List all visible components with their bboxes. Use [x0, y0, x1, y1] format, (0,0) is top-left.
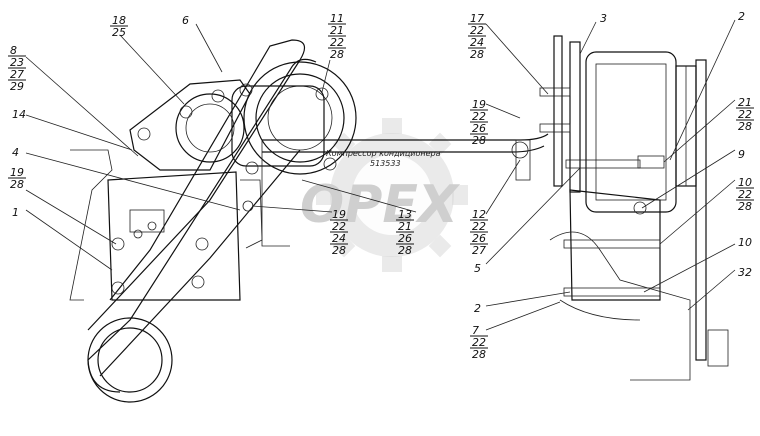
- callout-number: 26: [472, 122, 486, 135]
- callout-number: 28: [472, 134, 486, 147]
- callout-number: 28: [470, 48, 484, 61]
- leader-lines: [25, 19, 736, 331]
- callout-number: 32: [738, 266, 752, 279]
- callout-number: 10: [738, 176, 752, 189]
- callout-number: 26: [398, 232, 412, 245]
- callout-number: 10: [738, 236, 752, 249]
- callout-number: 2: [474, 302, 481, 315]
- callout-number: 12: [472, 208, 486, 221]
- callout-number: 19: [10, 166, 24, 179]
- callout-number: 22: [738, 108, 752, 121]
- callout-6: 6: [182, 14, 189, 27]
- callout-14: 14: [12, 108, 26, 121]
- callout-number: 27: [472, 244, 486, 257]
- callout-number: 2: [738, 10, 745, 23]
- callout-number: 5: [474, 262, 481, 275]
- callout-9: 9: [738, 148, 745, 161]
- callout-number: 18: [112, 14, 126, 27]
- callout-32: 32: [738, 266, 752, 279]
- callout-number: 24: [470, 36, 484, 49]
- callout-number: 22: [470, 24, 484, 37]
- callout-number: 22: [738, 188, 752, 201]
- left-view-mechanism: [69, 39, 549, 403]
- callout-number: 29: [10, 80, 24, 93]
- callout-number: 21: [330, 24, 344, 37]
- callout-number: 14: [12, 108, 26, 121]
- callout-number: 22: [330, 36, 344, 49]
- caption-line-1: Компрессор кондиционера: [326, 149, 441, 158]
- callout-number: 22: [472, 110, 486, 123]
- callout-number: 1: [12, 206, 19, 219]
- callout-number: 8: [10, 44, 17, 57]
- callout-2a: 2: [738, 10, 745, 23]
- callout-number: 9: [738, 148, 745, 161]
- callout-number: 22: [472, 336, 486, 349]
- callout-1: 1: [12, 206, 19, 219]
- callout-number: 19: [472, 98, 486, 111]
- callout-10b: 10: [738, 236, 752, 249]
- callout-number: 6: [182, 14, 189, 27]
- callout-4: 4: [12, 146, 19, 159]
- callout-number: 3: [600, 12, 607, 25]
- callout-number: 27: [10, 68, 24, 81]
- callout-number: 22: [332, 220, 346, 233]
- callout-number: 28: [738, 200, 752, 213]
- callout-number: 28: [332, 244, 346, 257]
- watermark-brand: OPEX: [300, 175, 461, 235]
- callout-number: 24: [332, 232, 346, 245]
- callout-number: 28: [398, 244, 412, 257]
- callout-number: 21: [398, 220, 412, 233]
- callout-number: 23: [10, 56, 24, 69]
- callout-number: 28: [330, 48, 344, 61]
- callout-number: 11: [330, 12, 344, 25]
- callout-number: 28: [472, 348, 486, 361]
- callout-3: 3: [600, 12, 607, 25]
- callout-number: 26: [472, 232, 486, 245]
- callout-2b: 2: [474, 302, 481, 315]
- callout-number: 25: [112, 26, 126, 39]
- caption-line-2: 513533: [370, 159, 401, 168]
- callout-number: 22: [472, 220, 486, 233]
- callout-number: 21: [738, 96, 752, 109]
- callout-number: 7: [472, 324, 479, 337]
- right-view-mechanism: [511, 35, 729, 381]
- callout-number: 28: [738, 120, 752, 133]
- callout-number: 19: [332, 208, 346, 221]
- callout-number: 4: [12, 146, 19, 159]
- callout-5: 5: [474, 262, 481, 275]
- callout-number: 17: [470, 12, 484, 25]
- callout-number: 13: [398, 208, 412, 221]
- callout-number: 28: [10, 178, 24, 191]
